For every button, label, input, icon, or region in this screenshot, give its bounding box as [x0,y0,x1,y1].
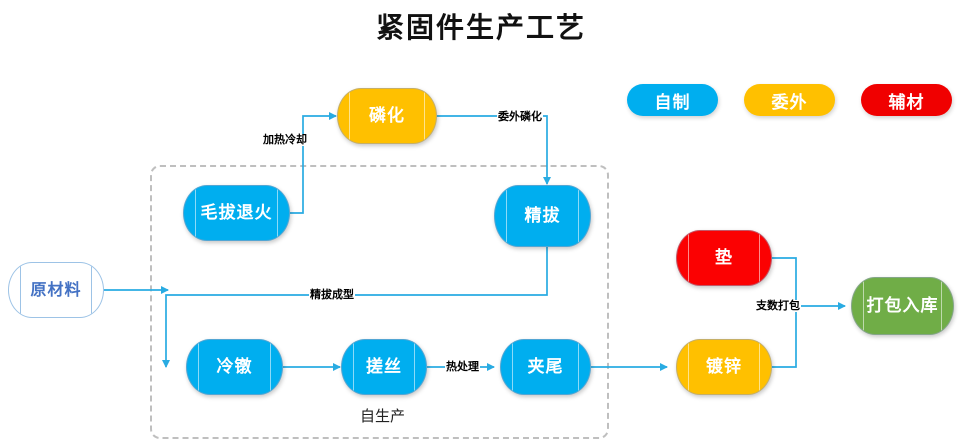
legend-item-outsourced-label: 委外 [771,92,808,113]
node-thread-rolling-label: 搓丝 [366,356,402,377]
node-washer-label: 垫 [715,247,733,268]
node-galvanizing[interactable]: 镀锌 [676,339,772,395]
node-thread-rolling[interactable]: 搓丝 [341,339,427,395]
group-box-self-production [150,165,609,439]
node-tail-clamping-label: 夹尾 [527,356,564,377]
edge-anneal-to-phosphate [290,112,337,214]
edge-label-heat-cool: 加热冷却 [262,133,308,146]
node-phosphating-label: 磷化 [369,105,405,126]
edge-galvanize-to-pack [772,306,797,368]
node-tail-clamping[interactable]: 夹尾 [500,339,591,395]
edge-label-finedraw-forming: 精拔成型 [309,288,355,301]
legend-item-outsourced[interactable]: 委外 [744,84,835,116]
node-cold-heading[interactable]: 冷镦 [186,339,283,395]
node-fine-drawing-label: 精拔 [524,205,561,226]
node-rough-draw-annealing[interactable]: 毛拔退火 [183,185,290,241]
legend-item-in-house-label: 自制 [654,92,691,113]
node-packing-warehousing-label: 打包入库 [866,295,939,316]
legend-item-in-house[interactable]: 自制 [627,84,718,116]
edge-washer-to-pack [772,257,846,310]
node-raw-material-label: 原材料 [30,280,82,299]
edge-label-outsourced-phosphating: 委外磷化 [497,110,543,123]
node-rough-draw-annealing-label: 毛拔退火 [200,202,273,223]
node-cold-heading-label: 冷镦 [216,356,253,377]
legend-item-auxiliary-material-label: 辅材 [888,92,925,113]
node-fine-drawing[interactable]: 精拔 [494,185,591,247]
group-box-caption: 自生产 [360,407,406,425]
edge-phosphate-to-finedraw [437,115,551,185]
node-packing-warehousing[interactable]: 打包入库 [851,277,954,335]
edge-label-count-packing: 支数打包 [755,299,801,312]
node-phosphating[interactable]: 磷化 [337,88,437,144]
legend-item-auxiliary-material[interactable]: 辅材 [861,84,952,116]
edge-label-heat-treatment: 热处理 [445,360,480,373]
node-galvanizing-label: 镀锌 [706,356,742,377]
node-washer[interactable]: 垫 [676,230,772,286]
node-raw-material[interactable]: 原材料 [8,262,104,318]
edge-finedraw-to-coldhead [162,246,548,368]
